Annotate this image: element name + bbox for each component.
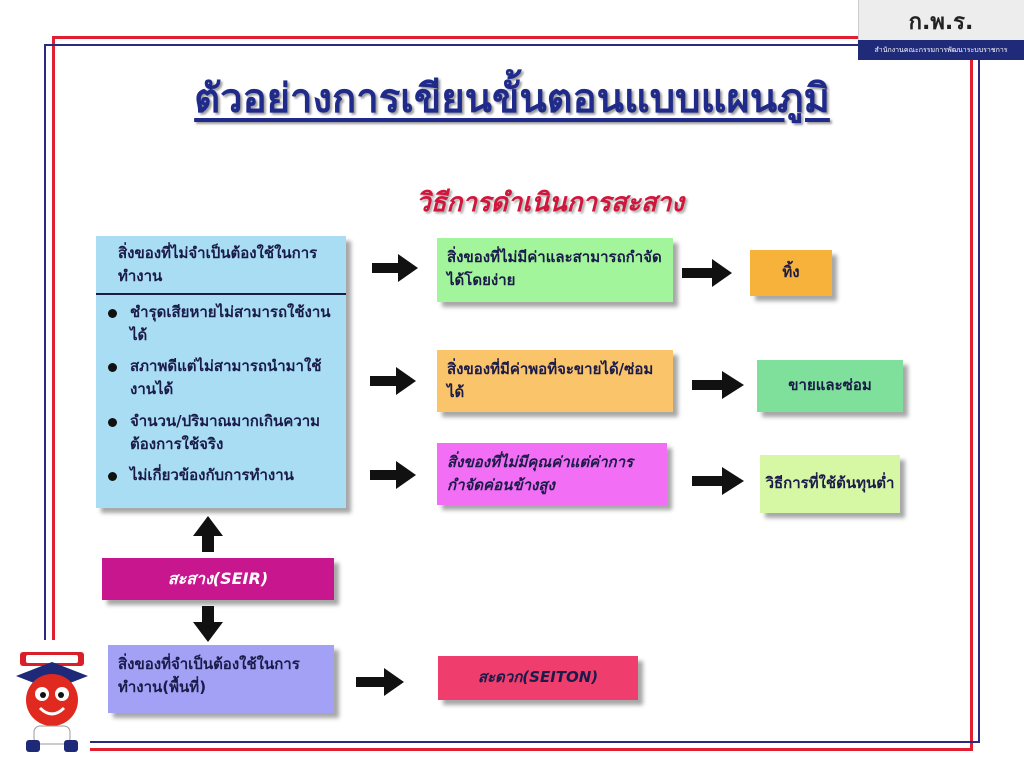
node-unneeded-heading: สิ่งของที่ไม่จำเป็นต้องใช้ในการทำงาน: [96, 236, 346, 295]
arrow-down: [193, 606, 223, 642]
arrow-right: [370, 367, 416, 395]
node-discard: ทิ้ง: [750, 250, 832, 296]
frame-left-red: [52, 36, 55, 640]
frame-top-red: [52, 36, 858, 39]
criteria-item: ชำรุดเสียหายไม่สามารถใช้งานได้: [104, 301, 338, 348]
node-low-cost: วิธีการที่ใช้ต้นทุนต่ำ: [760, 455, 900, 513]
frame-bottom-blue: [90, 741, 980, 743]
unneeded-criteria-list: ชำรุดเสียหายไม่สามารถใช้งานได้ สภาพดีแต่…: [96, 295, 346, 488]
frame-bottom-red: [90, 748, 973, 751]
frame-left-blue: [44, 44, 46, 640]
arrow-right: [356, 668, 404, 696]
arrow-right: [682, 259, 732, 287]
arrow-right: [692, 467, 744, 495]
node-seiton: สะดวก(SEITON): [438, 656, 638, 700]
org-name-bar: สำนักงานคณะกรรมการพัฒนาระบบราชการ: [858, 40, 1024, 60]
criteria-item: จำนวน/ปริมาณมากเกินความต้องการใช้จริง: [104, 410, 338, 457]
arrow-right: [370, 461, 416, 489]
org-badge: [858, 0, 1024, 40]
node-no-value: สิ่งของที่ไม่มีค่าและสามารถกำจัดได้โดยง่…: [437, 238, 673, 302]
mascot-logo: [16, 652, 88, 752]
arrow-right: [372, 254, 418, 282]
criteria-item: ไม่เกี่ยวข้องกับการทำงาน: [104, 464, 338, 487]
frame-right-red: [970, 60, 973, 750]
node-has-value: สิ่งของที่มีค่าพอที่จะขายได้/ซ่อมได้: [437, 350, 673, 412]
node-needed-items: สิ่งของที่จำเป็นต้องใช้ในการทำงาน(พื้นที…: [108, 645, 334, 713]
node-costly-disposal: สิ่งของที่ไม่มีคุณค่าแต่ค่าการกำจัดค่อนข…: [437, 443, 667, 505]
frame-right-blue: [978, 60, 980, 742]
arrow-up: [193, 516, 223, 552]
frame-top-blue: [44, 44, 858, 46]
criteria-item: สภาพดีแต่ไม่สามารถนำมาใช้งานได้: [104, 355, 338, 402]
page-title: ตัวอย่างการเขียนขั้นตอนแบบแผนภูมิ: [194, 76, 830, 122]
arrow-right: [692, 371, 744, 399]
org-abbreviation: ก.พ.ร.: [908, 10, 974, 35]
node-sell-repair: ขายและซ่อม: [757, 360, 903, 412]
node-unneeded-items: สิ่งของที่ไม่จำเป็นต้องใช้ในการทำงาน ชำร…: [96, 236, 346, 508]
diagram-subtitle: วิธีการดำเนินการสะสาง: [416, 188, 684, 218]
node-seiri: สะสาง(SEIR): [102, 558, 334, 600]
